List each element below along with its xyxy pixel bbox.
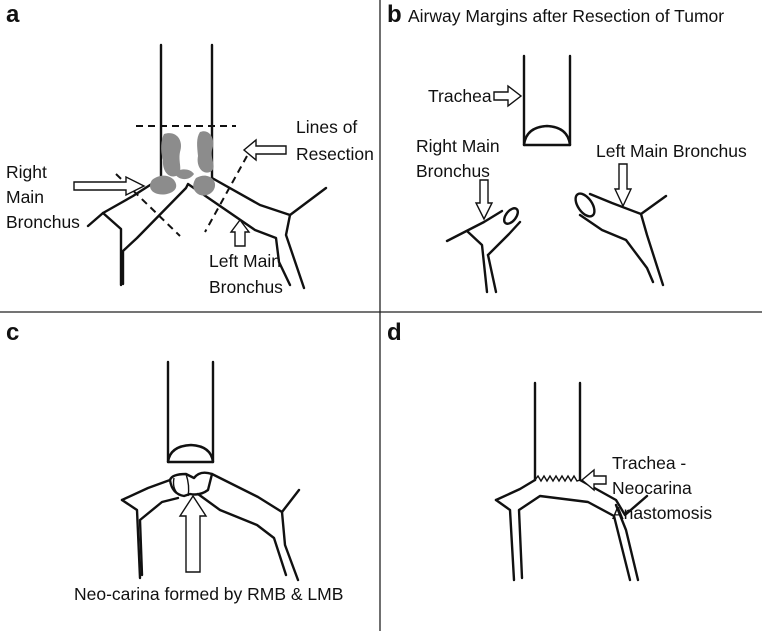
anastomosis-label: Trachea - Neocarina Anastomosis — [612, 453, 712, 523]
panel-b-title: Airway Margins after Resection of Tumor — [408, 6, 724, 26]
panel-b-letter: b — [387, 1, 402, 28]
left-main-bronchus-label: Left Main Bronchus — [209, 251, 286, 297]
neo-carina-label: Neo-carina formed by RMB & LMB — [74, 584, 343, 604]
panel-d: d Trachea - Neocarina Anastomosis — [387, 319, 712, 582]
panel-b: b Airway Margins after Resection of Tumo… — [387, 1, 747, 294]
resection-lines — [115, 125, 248, 237]
left-main-bronchus-label-b: Left Main Bronchus — [596, 141, 747, 161]
right-main-bronchus-label-b: Right Main Bronchus — [416, 136, 505, 181]
trachea-arrow — [493, 84, 523, 108]
resected-trachea-c — [166, 360, 215, 464]
panel-d-letter: d — [387, 319, 402, 346]
right-main-bronchus-arrow-b — [474, 179, 494, 221]
right-main-bronchus-arrow — [73, 175, 146, 197]
panel-c: c Neo-carina formed by RMB & LMB — [6, 319, 343, 604]
left-main-bronchus-arrow — [229, 218, 251, 247]
anastomosis-arrow — [580, 468, 607, 492]
left-main-bronchus-arrow-b — [613, 163, 633, 208]
resected-trachea — [522, 54, 572, 147]
anastomosed-airway — [494, 381, 649, 582]
panel-c-letter: c — [6, 319, 19, 346]
neo-carina-airway — [120, 471, 301, 582]
resected-right-main-bronchus — [445, 207, 522, 294]
resected-left-main-bronchus — [574, 192, 668, 287]
trachea-label: Trachea — [428, 86, 492, 106]
panel-a-airway — [86, 43, 328, 290]
panel-a: a Right — [6, 1, 374, 297]
neo-carina-arrow — [178, 494, 208, 573]
panel-a-letter: a — [6, 1, 20, 28]
right-main-bronchus-label: Right Main Bronchus — [6, 162, 80, 232]
lines-of-resection-arrow — [242, 138, 287, 162]
tumor-mass — [150, 131, 216, 196]
lines-of-resection-label: Lines of Resection — [296, 117, 374, 164]
